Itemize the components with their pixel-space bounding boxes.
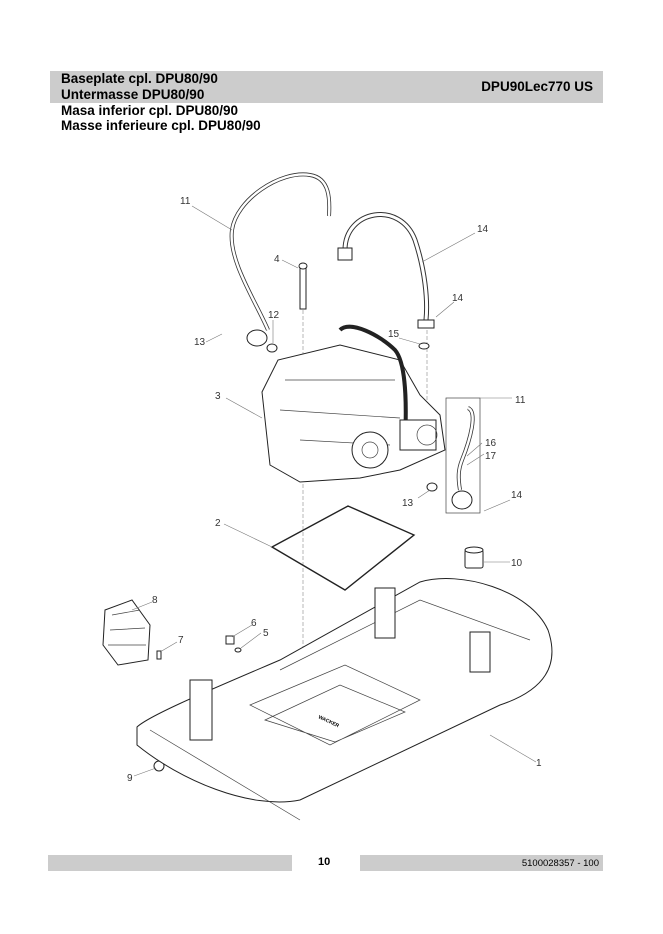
banjo-fitting xyxy=(246,329,268,347)
callout-14b: 14 xyxy=(452,293,464,304)
o-ring-13a xyxy=(266,343,278,353)
header-band xyxy=(50,71,603,103)
callout-12: 11 xyxy=(180,196,191,207)
callout-13a: 12 xyxy=(268,310,280,321)
seal-5 xyxy=(234,647,242,653)
callout-16: 15 xyxy=(388,329,400,340)
callout-13b: 13 xyxy=(402,498,414,509)
callout-3: 3 xyxy=(215,391,221,402)
callout-8: 8 xyxy=(152,595,158,606)
gasket-2 xyxy=(270,505,416,591)
document-number: 5100028357 - 100 xyxy=(521,858,599,869)
rubber-mount-8 xyxy=(102,599,151,666)
model-code: DPU90Lec770 US xyxy=(481,79,593,94)
callout-7: 7 xyxy=(178,635,184,646)
o-ring-13b xyxy=(426,482,438,492)
baseplate-1 xyxy=(136,578,553,803)
footer-band-left xyxy=(48,855,292,871)
footer-band-right xyxy=(360,855,603,871)
hose-12 xyxy=(229,172,332,331)
bolt-4 xyxy=(299,264,307,310)
callout-1: 1 xyxy=(536,758,542,769)
elbow-fitting xyxy=(337,247,353,261)
page-number: 10 xyxy=(318,856,331,868)
callout-2: 2 xyxy=(215,518,221,529)
title-french: Masse inferieure cpl. DPU80/90 xyxy=(61,118,261,133)
callout-14a: 13 xyxy=(194,337,206,348)
callout-17: 16 xyxy=(485,438,497,449)
plug-6 xyxy=(225,635,235,645)
hose-15 xyxy=(342,212,430,321)
title-spanish: Masa inferior cpl. DPU80/90 xyxy=(61,103,239,118)
o-ring-16 xyxy=(418,342,430,350)
title-english: Baseplate cpl. DPU80/90 xyxy=(61,71,218,86)
callout-14c: 14 xyxy=(511,490,523,501)
callout-18: 17 xyxy=(485,451,497,462)
callout-6: 6 xyxy=(251,618,257,629)
callout-9: 9 xyxy=(127,773,133,784)
gearbox-housing xyxy=(261,344,446,483)
callout-box-11 xyxy=(445,397,481,514)
title-german: Untermasse DPU80/90 xyxy=(61,87,205,102)
callout-4: 4 xyxy=(274,254,280,265)
callout-5: 5 xyxy=(263,628,269,639)
callout-10: 10 xyxy=(511,558,523,569)
callout-11: 11 xyxy=(515,395,526,406)
callout-15: 14 xyxy=(477,224,489,235)
